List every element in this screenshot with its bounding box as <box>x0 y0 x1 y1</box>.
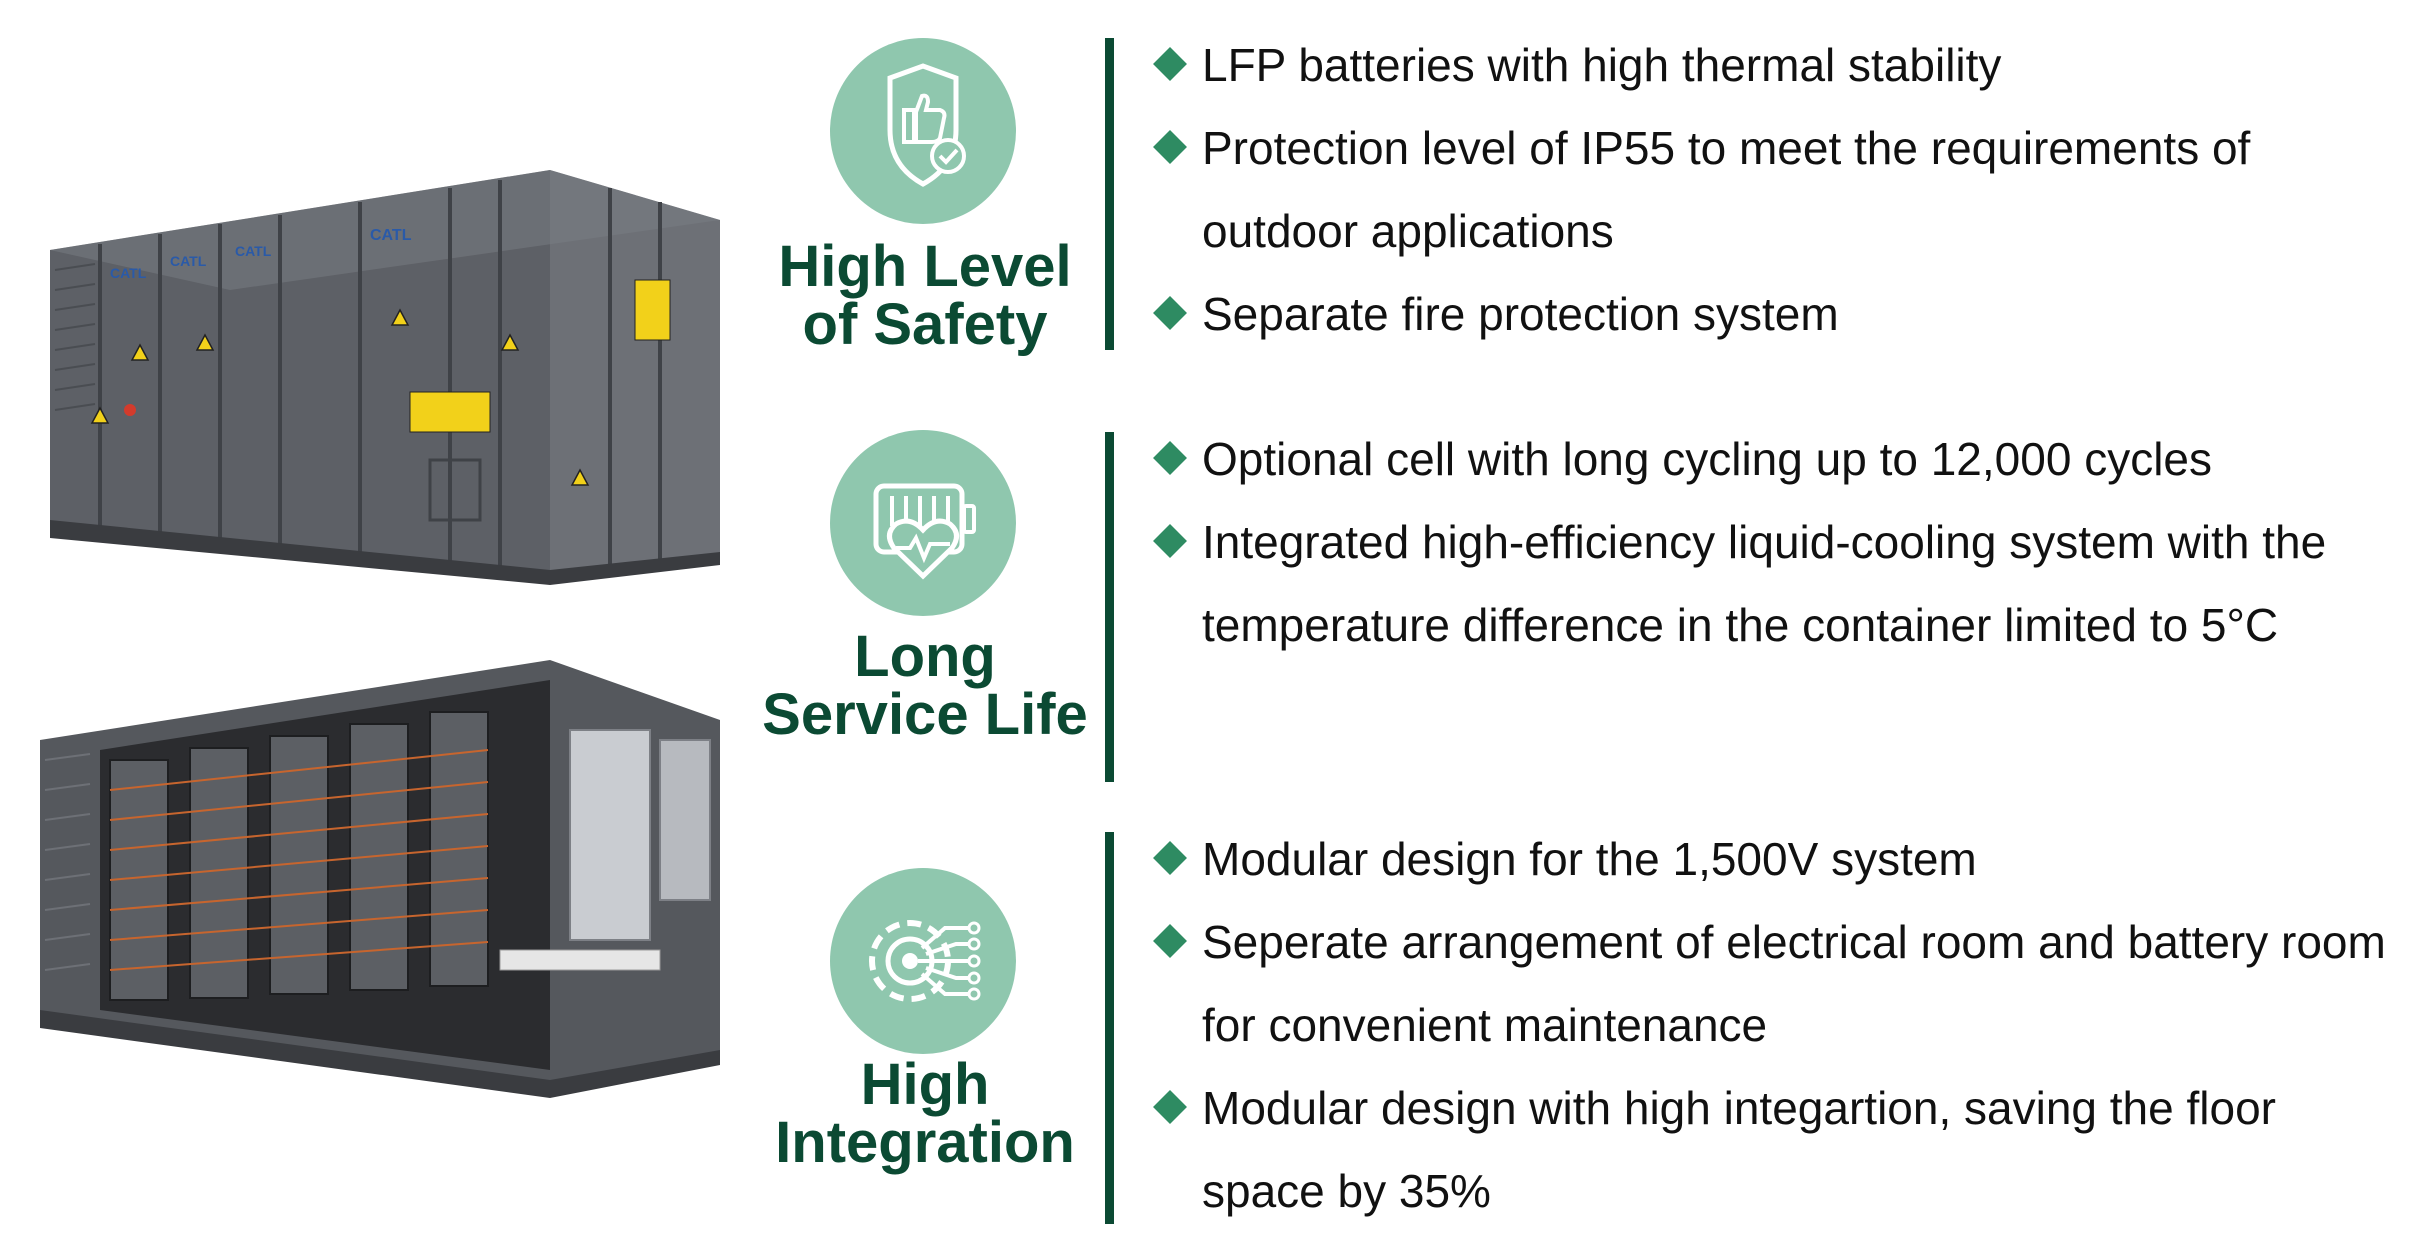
divider <box>1105 38 1114 350</box>
diamond-bullet-icon <box>1153 924 1187 958</box>
diamond-bullet-icon <box>1153 47 1187 81</box>
diamond-bullet-icon <box>1153 130 1187 164</box>
bullet-item: Modular design for the 1,500V system <box>1150 818 2410 901</box>
bullet-text: Separate fire protection system <box>1202 288 1839 340</box>
diamond-bullet-icon <box>1153 841 1187 875</box>
diamond-bullet-icon <box>1153 1090 1187 1124</box>
shield-thumbs-up-icon <box>830 38 1016 224</box>
feature-title-line: of Safety <box>802 292 1048 357</box>
brand-mark: CATL <box>170 253 207 269</box>
feature-safety: High Level of Safety LFP batteries with … <box>720 0 2410 370</box>
bullet-item: Modular design with high integartion, sa… <box>1150 1067 2410 1233</box>
bullet-item: Separate fire protection system <box>1150 273 2410 356</box>
brand-mark: CATL <box>235 243 272 259</box>
divider <box>1105 432 1114 782</box>
feature-title-line: Integration <box>775 1110 1075 1175</box>
bullet-text: Modular design for the 1,500V system <box>1202 833 1977 885</box>
feature-integration: High Integration Modular design for the … <box>720 790 2410 1242</box>
bullet-list: Optional cell with long cycling up to 12… <box>1150 418 2410 667</box>
diamond-bullet-icon <box>1153 524 1187 558</box>
bullet-item: Protection level of IP55 to meet the req… <box>1150 107 2410 273</box>
feature-title-line: High <box>860 1052 990 1117</box>
bullet-text: Seperate arrangement of electrical room … <box>1202 916 2386 1051</box>
bullet-text: Integrated high-efficiency liquid-coolin… <box>1202 516 2327 651</box>
feature-title-line: Service Life <box>762 682 1088 747</box>
battery-heart-icon <box>830 430 1016 616</box>
bullet-item: LFP batteries with high thermal stabilit… <box>1150 24 2410 107</box>
bullet-item: Integrated high-efficiency liquid-coolin… <box>1150 501 2410 667</box>
container-closed-image: CATL CATL CATL CATL <box>30 160 730 600</box>
bullet-text: Modular design with high integartion, sa… <box>1202 1082 2276 1217</box>
feature-title: High Integration <box>760 1056 1090 1172</box>
feature-title: High Level of Safety <box>760 238 1090 354</box>
bullet-text: Protection level of IP55 to meet the req… <box>1202 122 2251 257</box>
diamond-bullet-icon <box>1153 296 1187 330</box>
brand-mark: CATL <box>370 227 412 244</box>
diamond-bullet-icon <box>1153 441 1187 475</box>
bullet-list: LFP batteries with high thermal stabilit… <box>1150 24 2410 356</box>
feature-title: Long Service Life <box>760 628 1090 744</box>
feature-title-line: High Level <box>778 234 1072 299</box>
bullet-text: LFP batteries with high thermal stabilit… <box>1202 39 2002 91</box>
bullet-item: Optional cell with long cycling up to 12… <box>1150 418 2410 501</box>
container-open-image <box>30 650 730 1100</box>
brand-mark: CATL <box>110 265 147 281</box>
feature-title-line: Long <box>854 624 996 689</box>
bullet-text: Optional cell with long cycling up to 12… <box>1202 433 2213 485</box>
gear-circuit-icon <box>830 868 1016 1054</box>
bullet-item: Seperate arrangement of electrical room … <box>1150 901 2410 1067</box>
feature-service-life: Long Service Life Optional cell with lon… <box>720 392 2410 782</box>
divider <box>1105 832 1114 1224</box>
bullet-list: Modular design for the 1,500V system Sep… <box>1150 818 2410 1233</box>
